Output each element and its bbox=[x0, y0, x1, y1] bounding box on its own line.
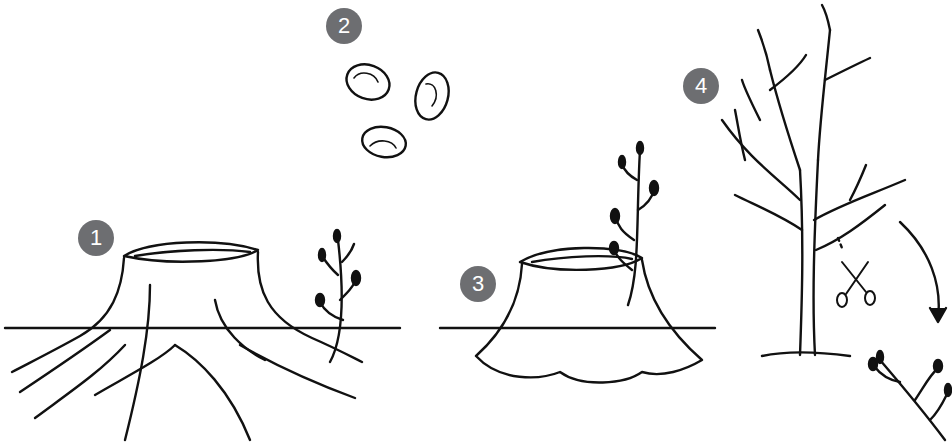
cut-mark bbox=[838, 238, 842, 248]
callout-badge: 1 bbox=[78, 220, 114, 256]
arrow bbox=[900, 222, 946, 322]
seeds bbox=[342, 59, 454, 161]
callout-number: 4 bbox=[683, 68, 719, 104]
stump-with-roots bbox=[12, 242, 362, 440]
callout-number: 3 bbox=[460, 266, 496, 302]
sprout bbox=[316, 230, 360, 362]
ground-line bbox=[762, 352, 850, 356]
cutting bbox=[869, 351, 951, 440]
stump-with-shoot bbox=[476, 142, 702, 383]
callout-number: 2 bbox=[326, 8, 362, 44]
callout-badge: 3 bbox=[460, 266, 496, 302]
scissors-symbol bbox=[837, 262, 875, 307]
tree bbox=[722, 5, 905, 355]
callout-badge: 2 bbox=[326, 8, 362, 44]
callout-number: 1 bbox=[78, 220, 114, 256]
callout-badge: 4 bbox=[683, 68, 719, 104]
